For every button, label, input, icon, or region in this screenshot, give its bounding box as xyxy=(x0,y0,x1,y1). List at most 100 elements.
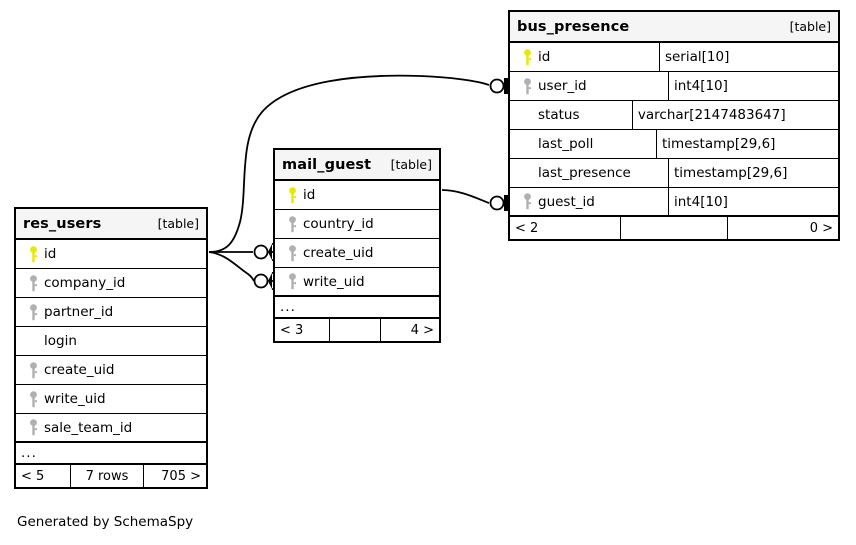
column-cell: status xyxy=(510,101,632,129)
column-type: serial[10] xyxy=(658,43,838,71)
table-row[interactable]: company_id xyxy=(16,269,206,298)
edge-res_users-mail_guest-write_uid xyxy=(208,251,255,282)
table-row[interactable]: last_presence timestamp[29,6] xyxy=(510,159,838,188)
column-name: sale_team_id xyxy=(44,419,133,436)
column-name: login xyxy=(44,333,77,349)
table-name-mail_guest: mail_guest xyxy=(282,156,372,173)
table-name-res_users: res_users xyxy=(23,215,102,232)
column-cell: partner_id xyxy=(16,298,206,326)
column-cell: write_uid xyxy=(16,385,206,413)
glyph-zero-write_uid xyxy=(253,273,269,289)
foreign-key-icon xyxy=(281,244,303,262)
table-bus_presence[interactable]: bus_presence [table] id serial[10] user_… xyxy=(508,10,840,241)
table-row[interactable]: status varchar[2147483647] xyxy=(510,101,838,130)
column-name: id xyxy=(303,187,316,203)
glyph-many-create_uid xyxy=(268,244,272,260)
column-name: write_uid xyxy=(303,273,365,290)
column-type: timestamp[29,6] xyxy=(668,159,838,187)
table-mail_guest[interactable]: mail_guest [table] id country_id xyxy=(273,148,441,343)
column-cell: id xyxy=(275,181,439,209)
column-cell: user_id xyxy=(510,72,668,100)
column-name: guest_id xyxy=(538,193,595,210)
foreign-key-icon xyxy=(22,303,44,321)
footer-prev-button[interactable]: < 3 xyxy=(280,322,304,338)
table-kind-res_users: [table] xyxy=(157,216,199,231)
glyph-zero-create_uid xyxy=(253,244,269,260)
primary-key-icon xyxy=(281,186,303,204)
column-name: status xyxy=(538,107,580,123)
table-row[interactable]: id xyxy=(275,181,439,210)
column-type: int4[10] xyxy=(668,72,838,100)
table-row[interactable]: id xyxy=(16,240,206,269)
glyph-many-write_uid xyxy=(268,273,272,289)
column-cell: write_uid xyxy=(275,268,439,295)
column-name: last_presence xyxy=(538,165,631,181)
table-row[interactable]: guest_id int4[10] xyxy=(510,188,838,217)
table-header-res_users: res_users [table] xyxy=(16,209,206,240)
generated-by-credit: Generated by SchemaSpy xyxy=(17,514,194,530)
column-cell: guest_id xyxy=(510,188,668,215)
column-name: last_poll xyxy=(538,136,594,152)
foreign-key-icon xyxy=(516,193,538,210)
column-cell: id xyxy=(16,240,206,268)
column-cell: last_presence xyxy=(510,159,668,187)
table-row[interactable]: sale_team_id xyxy=(16,414,206,443)
foreign-key-icon xyxy=(281,215,303,233)
column-type: timestamp[29,6] xyxy=(656,130,838,158)
footer-next-button[interactable]: 4 > xyxy=(410,322,434,338)
table-row[interactable]: create_uid xyxy=(275,239,439,268)
table-kind-mail_guest: [table] xyxy=(390,157,432,172)
table-footer-bus_presence: < 2 0 > xyxy=(510,217,838,239)
footer-row-count: 7 rows xyxy=(70,465,144,487)
table-row[interactable]: partner_id xyxy=(16,298,206,327)
column-name: partner_id xyxy=(44,304,114,320)
column-cell: create_uid xyxy=(275,239,439,267)
table-row[interactable]: country_id xyxy=(275,210,439,239)
glyph-zero-guest_id xyxy=(489,195,505,211)
column-name: company_id xyxy=(44,275,126,291)
column-name: create_uid xyxy=(303,245,374,261)
more-columns-indicator: ... xyxy=(275,297,439,319)
table-row[interactable]: login xyxy=(16,327,206,356)
footer-row-count xyxy=(329,319,381,341)
table-row[interactable]: last_poll timestamp[29,6] xyxy=(510,130,838,159)
table-row[interactable]: write_uid xyxy=(275,268,439,297)
column-name: user_id xyxy=(538,78,587,94)
more-columns-indicator: ... xyxy=(16,443,206,465)
primary-key-icon xyxy=(516,48,538,66)
column-name: write_uid xyxy=(44,391,106,407)
column-cell: create_uid xyxy=(16,356,206,384)
footer-prev-button[interactable]: < 5 xyxy=(21,468,45,484)
column-cell: country_id xyxy=(275,210,439,238)
table-row[interactable]: write_uid xyxy=(16,385,206,414)
table-header-mail_guest: mail_guest [table] xyxy=(275,150,439,181)
table-res_users[interactable]: res_users [table] id company_id xyxy=(14,207,208,489)
column-name: country_id xyxy=(303,216,374,232)
footer-next-button[interactable]: 0 > xyxy=(809,220,833,236)
table-row[interactable]: id serial[10] xyxy=(510,43,838,72)
foreign-key-icon xyxy=(281,273,303,290)
table-footer-mail_guest: < 3 4 > xyxy=(275,319,439,341)
foreign-key-icon xyxy=(516,77,538,95)
table-row[interactable]: create_uid xyxy=(16,356,206,385)
table-header-bus_presence: bus_presence [table] xyxy=(510,12,838,43)
table-kind-bus_presence: [table] xyxy=(789,19,831,34)
primary-key-icon xyxy=(22,245,44,263)
column-cell: last_poll xyxy=(510,130,656,158)
footer-next-button[interactable]: 705 > xyxy=(161,468,201,484)
footer-row-count xyxy=(620,217,728,239)
foreign-key-icon xyxy=(22,361,44,379)
column-cell: sale_team_id xyxy=(16,414,206,441)
edge-mail_guest-bus_presence-guest_id xyxy=(441,189,490,204)
foreign-key-icon xyxy=(22,274,44,292)
foreign-key-icon xyxy=(22,419,44,436)
table-row[interactable]: user_id int4[10] xyxy=(510,72,838,101)
glyph-zero-user_id xyxy=(489,78,505,94)
footer-prev-button[interactable]: < 2 xyxy=(515,220,539,236)
column-cell: company_id xyxy=(16,269,206,297)
column-name: id xyxy=(44,246,57,262)
column-cell: id xyxy=(510,43,659,71)
column-name: create_uid xyxy=(44,362,115,378)
table-name-bus_presence: bus_presence xyxy=(517,18,630,35)
